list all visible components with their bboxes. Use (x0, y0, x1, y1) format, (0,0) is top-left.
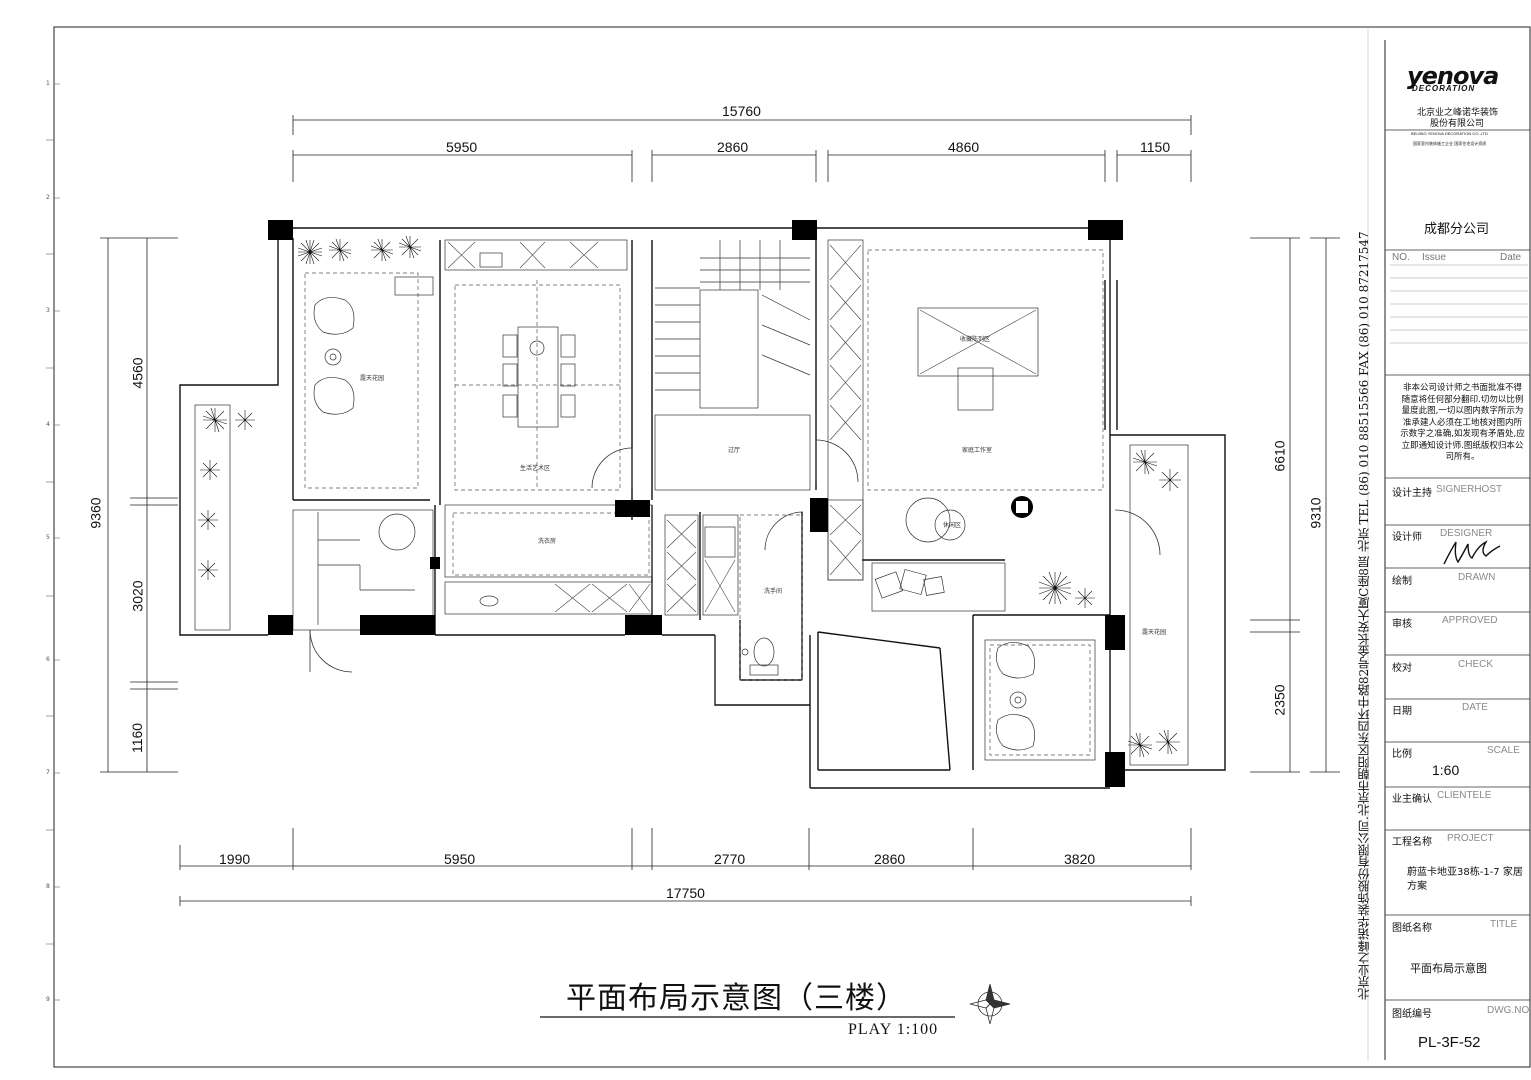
row-label-approved: 审核 (1392, 619, 1412, 630)
room-label-garden-left: 露天花园 (360, 375, 385, 382)
room-label-living: 生活艺术区 (520, 465, 551, 472)
row-en-signerhost: SIGNERHOST (1436, 484, 1503, 495)
ruler-mark: 7 (46, 769, 50, 776)
dim-top-1: 5950 (446, 139, 478, 155)
room-label-garden-right: 露天花园 (1142, 629, 1167, 636)
dim-top-2: 2860 (717, 139, 749, 155)
dim-bottom-1: 1990 (219, 851, 251, 867)
dim-left-1: 4560 (129, 357, 146, 389)
dim-top-4: 1150 (1140, 139, 1171, 155)
company-name-line1: 北京业之峰诺华装饰 (1417, 108, 1499, 118)
dim-top-3: 4860 (948, 139, 980, 155)
ruler-mark: 3 (46, 307, 50, 314)
compass-icon (969, 983, 1011, 1025)
issue-header-date: Date (1500, 252, 1522, 263)
row-en-check: CHECK (1458, 659, 1494, 670)
row-label-check: 校对 (1392, 663, 1412, 674)
room-label-hall: 过厅 (728, 447, 741, 454)
dim-bottom-5: 3820 (1064, 851, 1096, 867)
room-label-workspace: 家庭工作室 (962, 447, 993, 454)
ruler-mark: 8 (46, 883, 50, 890)
row-en-designer: DESIGNER (1440, 528, 1493, 539)
row-en-dwgno: DWG.NO (1487, 1005, 1530, 1016)
dim-top-overall: 15760 (722, 103, 761, 119)
room-label-wc: 洗手间 (764, 588, 783, 595)
row-en-title: TITLE (1490, 919, 1518, 930)
dim-bottom-2: 5950 (444, 851, 476, 867)
dim-left-overall: 9360 (87, 497, 104, 529)
row-en-drawn: DRAWN (1458, 572, 1496, 583)
door-swings (309, 439, 1161, 673)
row-en-project: PROJECT (1447, 833, 1494, 844)
dim-bottom-3: 2770 (714, 851, 746, 867)
row-label-scale: 比例 (1392, 749, 1412, 760)
ruler-mark: 4 (46, 421, 50, 428)
company-name-line2: 股份有限公司 (1430, 119, 1485, 129)
row-label-project: 工程名称 (1392, 837, 1432, 848)
drawing-number: PL-3F-52 (1418, 1034, 1481, 1051)
dim-bottom-4: 2860 (874, 851, 906, 867)
cabinet-marks (447, 241, 1037, 613)
issue-header-issue: Issue (1422, 252, 1446, 263)
drawing-scale-note: PLAY 1:100 (848, 1021, 939, 1038)
row-label-date: 日期 (1392, 706, 1412, 717)
row-en-client: CLIENTELE (1437, 790, 1492, 801)
furniture (313, 252, 1035, 751)
company-note: 国家室内装饰施工企业 国家住宅设计资质 (1413, 141, 1487, 146)
room-label-laundry: 洗衣房 (538, 538, 557, 545)
row-label-drawn: 绘制 (1392, 576, 1412, 587)
drawing-title: 平面布局示意图（三楼） (566, 981, 907, 1016)
row-label-title: 图纸名称 (1392, 923, 1432, 934)
company-name-en: BEIJING YENOVA DECORATION CO.,LTD (1411, 131, 1488, 136)
dim-right-1: 6610 (1271, 440, 1288, 472)
dim-left-3: 1160 (129, 722, 146, 754)
designer-signature (1443, 540, 1501, 565)
dimension-lines (100, 115, 1340, 906)
copyright-notice: 非本公司设计师之书面批准不得随意将任何部分翻印.切勿以比例量度此图,一切以图内数… (1400, 383, 1525, 462)
row-en-approved: APPROVED (1442, 615, 1498, 626)
ruler-mark: 9 (46, 996, 50, 1003)
dim-left-2: 3020 (129, 580, 146, 612)
title-value: 平面布局示意图 (1410, 962, 1487, 975)
title-block-lines (1385, 129, 1530, 1001)
company-logo-sub: DECORATION (1412, 84, 1476, 93)
row-en-date: DATE (1462, 702, 1488, 713)
dim-bottom-overall: 17750 (666, 885, 705, 901)
walls (179, 227, 1226, 789)
plants (198, 235, 1181, 758)
project-value: 蔚蓝卡地亚38栋-1-7 家居方案 (1407, 867, 1523, 892)
dim-right-2: 2350 (1271, 684, 1288, 716)
branch-name: 成都分公司 (1424, 222, 1490, 237)
row-label-client: 业主确认 (1392, 794, 1432, 805)
row-en-scale: SCALE (1487, 745, 1520, 756)
scale-value: 1:60 (1432, 762, 1460, 778)
ruler-mark: 1 (46, 80, 50, 87)
issue-header-no: NO. (1392, 252, 1410, 263)
ruler-mark: 6 (46, 656, 50, 663)
company-address-strip: 北京业之峰诺华装饰股份有限公司.北京市朝阳区东四环中路82号金长安大厦C座8层 … (1357, 231, 1371, 1000)
ruler-mark: 5 (46, 534, 50, 541)
row-label-signerhost: 设计主持 (1392, 488, 1432, 499)
ruler-mark: 2 (46, 194, 50, 201)
room-label-lounge: 休闲区 (943, 522, 962, 529)
company-logo: yenova (1407, 62, 1499, 90)
row-label-designer: 设计师 (1392, 532, 1422, 543)
room-label-display: 收藏陈列区 (960, 336, 991, 343)
row-label-dwgno: 图纸编号 (1392, 1009, 1432, 1020)
dim-right-overall: 9310 (1307, 497, 1324, 529)
